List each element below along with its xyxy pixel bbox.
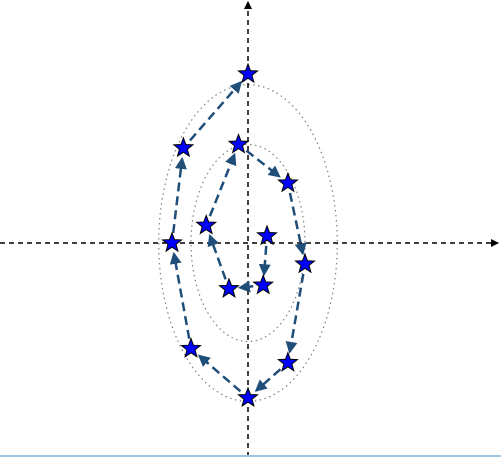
- spiral-segment: [189, 80, 243, 142]
- star-marker: [172, 136, 195, 158]
- spiral-segment: [285, 273, 305, 354]
- star-marker-group: [161, 62, 316, 408]
- star-marker: [237, 386, 259, 408]
- spiral-segment: [288, 192, 307, 256]
- star-marker: [237, 62, 259, 84]
- bottom-border-line: [0, 455, 501, 457]
- star-marker: [218, 277, 240, 299]
- spiral-segment: [258, 245, 271, 277]
- star-marker: [195, 213, 218, 235]
- star-marker: [256, 224, 278, 246]
- spiral-path-group: [169, 80, 307, 393]
- spiral-segment: [237, 280, 254, 293]
- spiral-segment: [171, 156, 187, 234]
- star-marker: [161, 231, 183, 253]
- spiral-segment: [245, 149, 281, 178]
- spiral-segment: [207, 233, 227, 280]
- spiral-segment: [197, 354, 242, 393]
- spiral-segment: [254, 368, 282, 392]
- star-marker: [277, 171, 299, 193]
- star-marker: [252, 273, 275, 295]
- star-marker: [180, 337, 202, 358]
- star-marker: [294, 252, 316, 274]
- spiral-segment: [169, 251, 191, 339]
- star-marker: [277, 351, 299, 372]
- star-marker: [227, 133, 250, 154]
- spiral-segment: [208, 152, 237, 217]
